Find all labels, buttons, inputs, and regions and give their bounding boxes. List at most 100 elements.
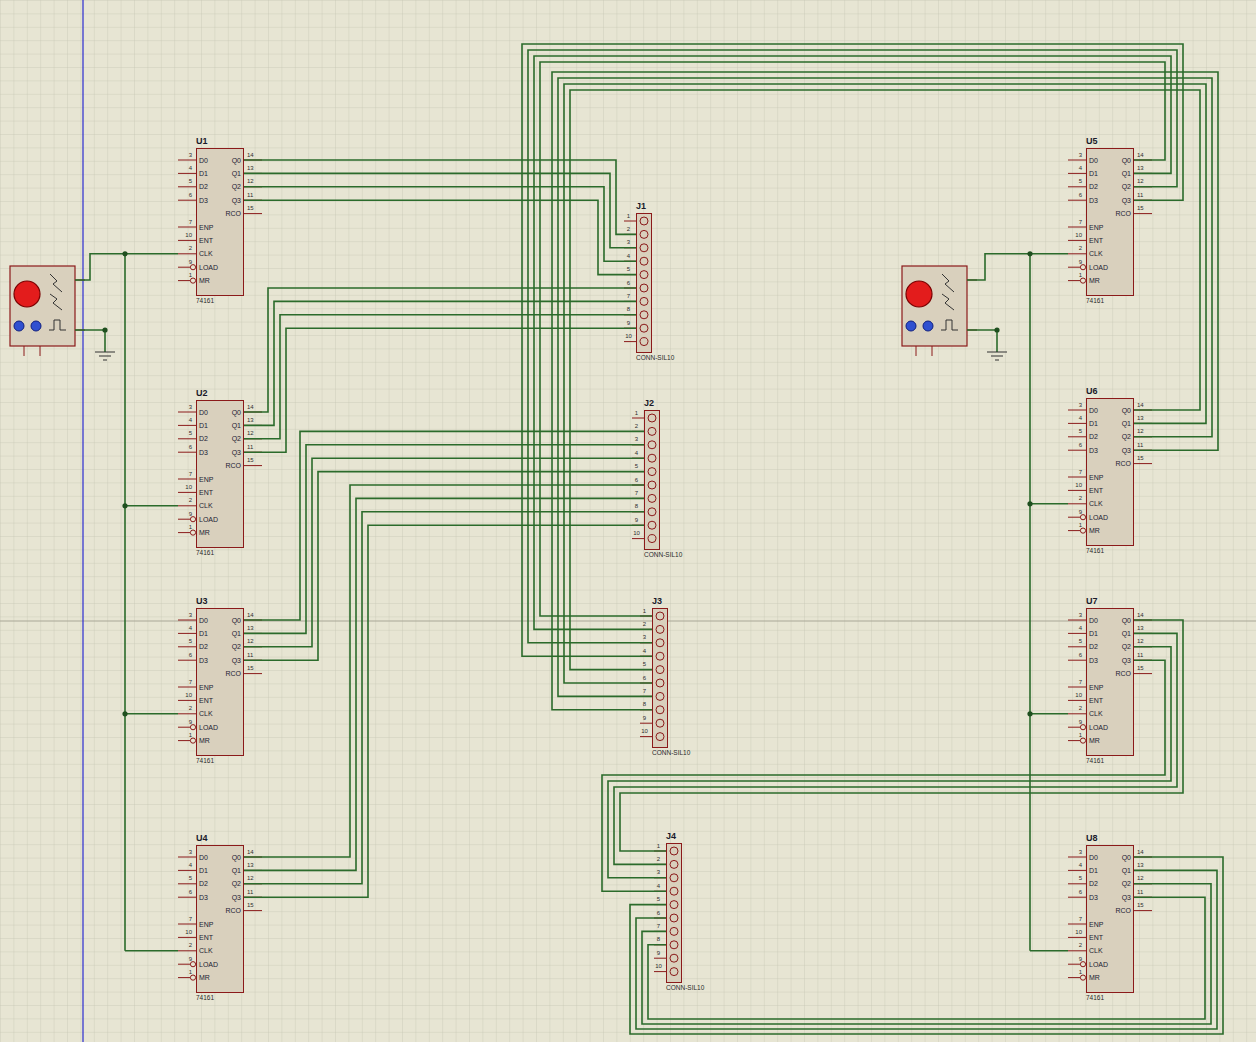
pin-number: 2 (177, 705, 192, 711)
pin-line (178, 227, 196, 228)
pin-number: 2 (1067, 495, 1082, 501)
pin-line (178, 660, 196, 661)
pin-name: Q3 (1122, 197, 1131, 204)
inversion-bubble (190, 975, 195, 980)
pin-name: ENT (199, 934, 213, 941)
pin-name: MR (199, 974, 210, 981)
generator-terminal (31, 321, 41, 331)
pin-name: D0 (199, 409, 208, 416)
pin-name: Q2 (232, 435, 241, 442)
pin-line (178, 870, 196, 871)
pin-number: 5 (1067, 638, 1082, 644)
pin-number: 2 (177, 497, 192, 503)
pin-name: RCO (225, 462, 241, 469)
pin-number: 12 (247, 638, 254, 644)
pin-name: CLK (199, 947, 213, 954)
pin-line (1068, 186, 1086, 187)
pin-line (1068, 436, 1086, 437)
pin-name: D3 (1089, 447, 1098, 454)
ic-74161: U7D0D1D2D3ENPENTCLKLOADMRQ0Q1Q2Q3RCO7416… (1086, 608, 1134, 756)
pin-name: LOAD (199, 516, 218, 523)
pin-number: 6 (631, 477, 642, 483)
pin-number: 3 (177, 404, 192, 410)
pin-number: 9 (1067, 956, 1082, 962)
connector-contact (670, 941, 678, 949)
pin-number: 2 (177, 942, 192, 948)
pin-name: D1 (1089, 867, 1098, 874)
clock-generator (902, 266, 977, 356)
pin-number: 14 (1137, 402, 1144, 408)
pin-line (178, 620, 196, 621)
ground-symbol (95, 352, 115, 360)
pin-name: D0 (1089, 157, 1098, 164)
ref-designator: U1 (196, 137, 208, 146)
pin-name: D0 (199, 617, 208, 624)
pin-name: RCO (225, 670, 241, 677)
pin-name: CLK (199, 502, 213, 509)
pin-line (640, 723, 652, 724)
pin-number: 3 (1067, 152, 1082, 158)
pin-number: 12 (1137, 875, 1144, 881)
pin-line (1068, 924, 1086, 925)
connector-contact (640, 257, 648, 265)
pin-name: CLK (1089, 947, 1103, 954)
pin-line (178, 160, 196, 161)
generator-pin (967, 330, 977, 331)
pin-line (178, 964, 190, 965)
connector-contact (648, 414, 656, 422)
pin-line (178, 505, 196, 506)
signal-wire (244, 301, 636, 425)
connector-contact (656, 719, 664, 727)
pin-line (178, 646, 196, 647)
pin-name: D1 (1089, 420, 1098, 427)
pin-name: ENT (199, 489, 213, 496)
pin-name: D3 (199, 197, 208, 204)
connector-contact (648, 508, 656, 516)
inversion-bubble (1080, 738, 1085, 743)
pin-number: 9 (639, 715, 650, 721)
pin-number: 4 (653, 883, 664, 889)
pin-line (1068, 700, 1086, 701)
ref-designator: U5 (1086, 137, 1098, 146)
pin-number: 11 (1137, 652, 1143, 658)
pin-number: 5 (639, 661, 650, 667)
signal-wire (244, 173, 636, 247)
pin-name: Q1 (1122, 867, 1131, 874)
pin-number: 11 (1137, 889, 1143, 895)
pin-name: Q1 (1122, 420, 1131, 427)
pin-name: D3 (199, 657, 208, 664)
pin-name: LOAD (1089, 724, 1108, 731)
pin-name: CLK (1089, 500, 1103, 507)
pin-number: 13 (247, 625, 254, 631)
pin-name: Q0 (1122, 157, 1131, 164)
pin-name: LOAD (1089, 264, 1108, 271)
pin-name: LOAD (199, 264, 218, 271)
pin-number: 7 (653, 923, 664, 929)
pin-number: 7 (639, 688, 650, 694)
pin-number: 3 (177, 849, 192, 855)
pin-number: 7 (1067, 916, 1082, 922)
connector-contact (648, 468, 656, 476)
pin-number: 10 (1067, 692, 1082, 698)
pin-line (1068, 740, 1080, 741)
signal-wire (602, 660, 1165, 891)
pin-number: 11 (1137, 192, 1143, 198)
pin-name: RCO (1115, 907, 1131, 914)
generator-knob (14, 281, 40, 307)
generator-body (902, 266, 967, 346)
pin-line (178, 253, 196, 254)
generator-symbol (942, 294, 954, 310)
ic-74161: U1D0D1D2D3ENPENTCLKLOADMRQ0Q1Q2Q3RCO7416… (196, 148, 244, 296)
pin-number: 13 (1137, 415, 1144, 421)
pin-line (244, 673, 262, 674)
connector-contact (640, 324, 648, 332)
pin-number: 12 (1137, 638, 1144, 644)
junction-dot (122, 503, 127, 508)
pin-number: 1 (1067, 522, 1082, 528)
pin-number: 6 (1067, 889, 1082, 895)
pin-name: D2 (199, 880, 208, 887)
pin-number: 2 (631, 423, 642, 429)
connector-contact (656, 639, 664, 647)
pin-line (1068, 857, 1086, 858)
signal-wire (244, 187, 636, 261)
